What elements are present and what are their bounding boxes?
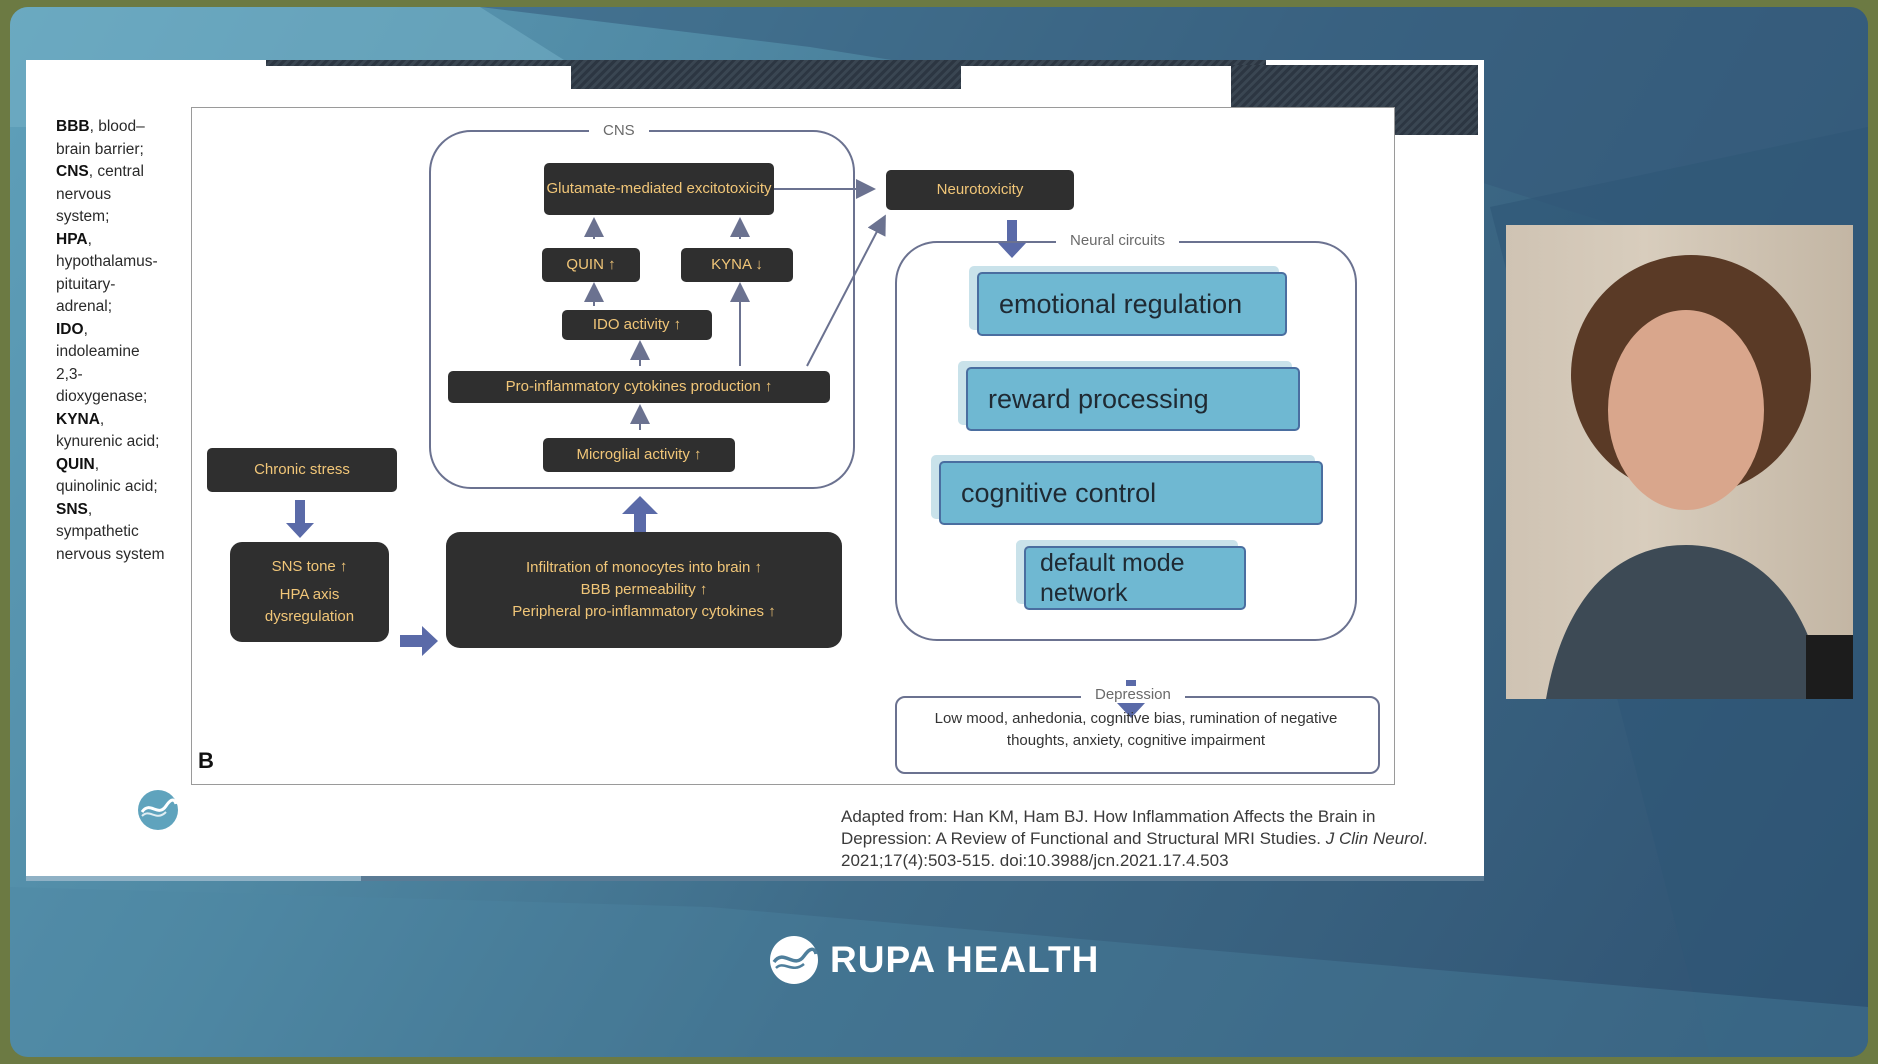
citation-text: Adapted from: Han KM, Ham BJ. How Inflam…	[841, 807, 1376, 848]
brand-footer: RUPA HEALTH	[768, 932, 1099, 988]
slide-progress-bar	[26, 876, 1484, 881]
abbreviation-definition: kynurenic acid;	[56, 433, 160, 450]
ido-box: IDO activity ↑	[562, 310, 712, 340]
abbreviation-term: BBB	[56, 118, 90, 135]
abbreviation-definition: indoleamine 2,3-dioxygenase;	[56, 343, 148, 405]
chronic-stress-box: Chronic stress	[207, 448, 397, 492]
citation: Adapted from: Han KM, Ham BJ. How Inflam…	[841, 806, 1451, 872]
abbreviation-term: IDO	[56, 320, 84, 338]
citation-details: . 2021;17(4):503-515. doi:10.3988/jcn.20…	[841, 829, 1428, 870]
abbreviation-definition: hypothalamus-pituitary-adrenal;	[56, 253, 158, 315]
depression-symptoms: Low mood, anhedonia, cognitive bias, rum…	[934, 710, 1338, 749]
hpa-axis-text: HPA axis dysregulation	[264, 586, 355, 625]
abbreviation-item: SNS, sympathetic nervous system	[56, 500, 165, 563]
cns-label: CNS	[589, 122, 649, 139]
figure-letter: B	[198, 748, 214, 773]
abbreviation-item: CNS, central nervous system;	[56, 163, 144, 225]
citation-journal: J Clin Neurol	[1325, 829, 1424, 848]
brand-name: RUPA HEALTH	[830, 939, 1100, 980]
neurotoxicity-box: Neurotoxicity	[886, 170, 1074, 210]
infiltration-text: Infiltration of monocytes into brain ↑	[526, 559, 762, 576]
sns-hpa-box: SNS tone ↑ HPA axis dysregulation	[230, 542, 389, 642]
depression-label: Depression	[1081, 686, 1185, 703]
slide-progress-fill	[26, 876, 362, 881]
presentation-frame: BBB, blood–brain barrier; CNS, central ne…	[10, 7, 1868, 1057]
abbreviation-term: CNS	[56, 163, 89, 180]
slide: BBB, blood–brain barrier; CNS, central ne…	[26, 60, 1484, 881]
abbreviation-term: SNS	[56, 500, 88, 518]
sns-tone-text: SNS tone ↑	[271, 558, 348, 575]
circuit-reward-processing: reward processing	[966, 367, 1300, 431]
abbreviation-term: QUIN	[56, 455, 95, 473]
abbreviation-item: HPA, hypothalamus-pituitary-adrenal;	[56, 230, 158, 316]
abbreviation-item: QUIN, quinolinic acid;	[56, 455, 158, 496]
circuit-default-mode-network: default mode network	[1024, 546, 1246, 610]
abbreviation-term: HPA	[56, 230, 88, 248]
neural-circuits-label: Neural circuits	[1056, 232, 1180, 249]
abbreviation-item: BBB, blood–brain barrier;	[56, 118, 145, 158]
glutamate-box: Glutamate-mediated excitotoxicity	[544, 163, 774, 215]
rupa-logo-icon	[138, 790, 178, 830]
cytokines-box: Pro-inflammatory cytokines production ↑	[448, 371, 830, 403]
abbreviation-definition: sympathetic nervous system	[56, 523, 165, 563]
quin-box: QUIN ↑	[542, 248, 640, 282]
presenter-video	[1506, 225, 1853, 699]
peripheral-cytokines-text: Peripheral pro-inflammatory cytokines ↑	[512, 603, 776, 620]
abbreviation-definition: blood–brain barrier;	[56, 118, 145, 158]
abbreviation-item: KYNA, kynurenic acid;	[56, 410, 160, 451]
abbreviation-definition: quinolinic acid;	[56, 478, 158, 495]
abbreviation-term: KYNA	[56, 410, 100, 428]
presenter-silhouette	[1546, 255, 1853, 699]
abbreviation-list: BBB, blood–brain barrier; CNS, central ne…	[56, 116, 166, 566]
rupa-health-logo-icon	[770, 936, 818, 984]
circuit-emotional-regulation: emotional regulation	[977, 272, 1287, 336]
bbb-permeability-text: BBB permeability ↑	[580, 581, 708, 598]
abbreviation-definition: central nervous system;	[56, 163, 144, 225]
kyna-box: KYNA ↓	[681, 248, 793, 282]
circuit-cognitive-control: cognitive control	[939, 461, 1323, 525]
abbreviation-item: IDO, indoleamine 2,3-dioxygenase;	[56, 320, 148, 406]
infiltration-box: Infiltration of monocytes into brain ↑ B…	[446, 532, 842, 648]
microglial-box: Microglial activity ↑	[543, 438, 735, 472]
inflammation-depression-diagram: CNS Neural circuits Glutamate-mediated e…	[191, 107, 1395, 785]
